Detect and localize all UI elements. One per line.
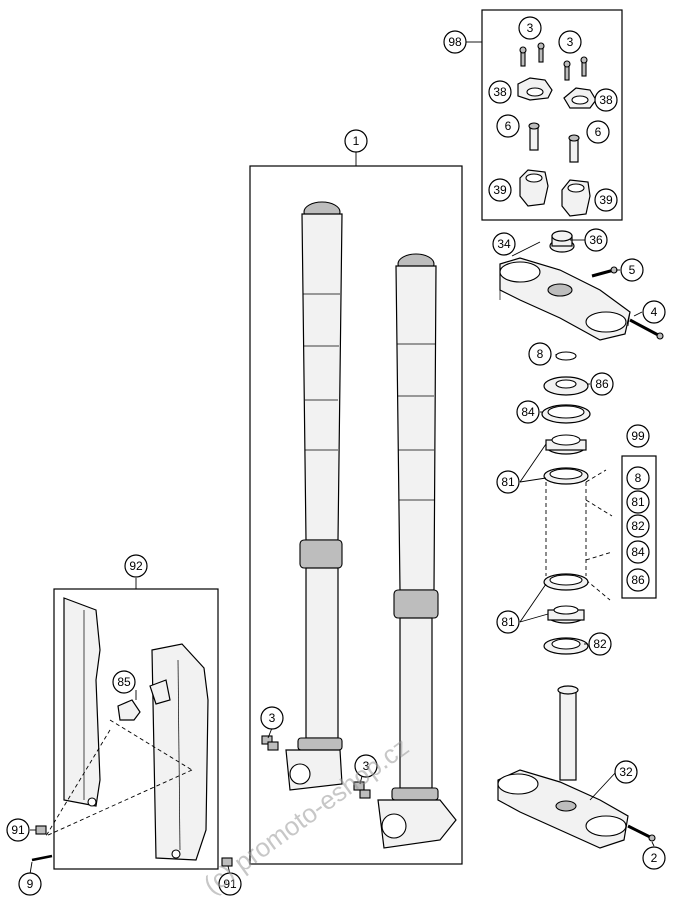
callout-91: 91 bbox=[6, 818, 30, 842]
svg-text:6: 6 bbox=[595, 125, 602, 139]
protector-screw-91-right bbox=[221, 857, 233, 867]
svg-text:39: 39 bbox=[493, 183, 507, 197]
callout-85: 85 bbox=[112, 670, 136, 694]
svg-text:98: 98 bbox=[448, 35, 462, 49]
callout-4: 4 bbox=[642, 300, 666, 324]
svg-text:2: 2 bbox=[651, 851, 658, 865]
callout-1: 1 bbox=[344, 129, 368, 153]
clamp-bolts-3 bbox=[519, 42, 588, 81]
o-ring-8 bbox=[555, 351, 577, 361]
frame-kit-99 bbox=[621, 455, 657, 599]
svg-text:3: 3 bbox=[527, 21, 534, 35]
clamp-bolt-4 bbox=[629, 318, 664, 340]
fork-leg-right bbox=[377, 253, 457, 849]
svg-text:6: 6 bbox=[505, 119, 512, 133]
frame-clamp-kit-98 bbox=[481, 9, 623, 221]
svg-text:5: 5 bbox=[629, 263, 636, 277]
svg-text:86: 86 bbox=[595, 377, 609, 391]
callout-34: 34 bbox=[492, 232, 516, 256]
svg-text:9: 9 bbox=[27, 877, 34, 891]
steering-nut-36 bbox=[549, 230, 575, 253]
svg-text:3: 3 bbox=[363, 759, 370, 773]
svg-text:4: 4 bbox=[651, 305, 658, 319]
bearing-race-upper bbox=[543, 467, 589, 485]
callout-92: 92 bbox=[124, 554, 148, 578]
svg-text:3: 3 bbox=[269, 711, 276, 725]
guide-dashed-lines bbox=[45, 719, 193, 837]
fork-protector-left bbox=[63, 597, 101, 807]
upper-clamp-38 bbox=[517, 77, 597, 109]
svg-text:3: 3 bbox=[567, 35, 574, 49]
callout-3: 3 bbox=[260, 706, 284, 730]
lower-triple-clamp-32 bbox=[497, 685, 629, 849]
kit-99-item: 81 bbox=[631, 495, 645, 509]
bearing-lower-81 bbox=[547, 605, 585, 624]
callout-91: 91 bbox=[218, 872, 242, 896]
svg-text:38: 38 bbox=[493, 85, 507, 99]
protector-screw-91-left bbox=[35, 825, 47, 835]
callout-6: 6 bbox=[496, 114, 520, 138]
callout-2: 2 bbox=[642, 846, 666, 870]
callout-84: 84 bbox=[516, 400, 540, 424]
callout-81: 81 bbox=[496, 470, 520, 494]
washer-86 bbox=[543, 376, 589, 396]
kit-99-item: 86 bbox=[631, 573, 645, 587]
callout-38: 38 bbox=[594, 88, 618, 112]
kit-99-list: 8 81 82 84 86 bbox=[626, 466, 650, 592]
callout-32: 32 bbox=[614, 760, 638, 784]
callout-39: 39 bbox=[594, 188, 618, 212]
callout-6: 6 bbox=[586, 120, 610, 144]
clamp-bolt-5 bbox=[591, 266, 618, 278]
protector-screw-9 bbox=[31, 854, 53, 862]
callout-86: 86 bbox=[590, 372, 614, 396]
callout-9: 9 bbox=[18, 872, 42, 896]
callout-3: 3 bbox=[518, 16, 542, 40]
bearing-race-lower bbox=[543, 573, 589, 591]
kit-99-item: 84 bbox=[631, 545, 645, 559]
fork-protector-right bbox=[151, 643, 209, 861]
svg-text:84: 84 bbox=[521, 405, 535, 419]
callout-99: 99 bbox=[626, 424, 650, 448]
svg-text:92: 92 bbox=[129, 559, 143, 573]
callout-3: 3 bbox=[558, 30, 582, 54]
svg-text:81: 81 bbox=[501, 615, 515, 629]
svg-text:39: 39 bbox=[599, 193, 613, 207]
svg-text:81: 81 bbox=[501, 475, 515, 489]
callout-8: 8 bbox=[528, 342, 552, 366]
clamp-bolt-2 bbox=[627, 824, 656, 842]
kit-99-item: 82 bbox=[631, 519, 645, 533]
brake-line-guide-85 bbox=[117, 679, 171, 721]
callout-38: 38 bbox=[488, 80, 512, 104]
svg-text:34: 34 bbox=[497, 237, 511, 251]
callout-98: 98 bbox=[443, 30, 467, 54]
svg-text:91: 91 bbox=[11, 823, 25, 837]
svg-text:82: 82 bbox=[593, 637, 607, 651]
kit-99-item: 8 bbox=[635, 471, 642, 485]
callout-81: 81 bbox=[496, 610, 520, 634]
leader-lines bbox=[29, 41, 655, 875]
callout-5: 5 bbox=[620, 258, 644, 282]
clamp-screws-6 bbox=[528, 122, 580, 163]
svg-text:91: 91 bbox=[223, 877, 237, 891]
axle-bolts-3 bbox=[261, 735, 371, 799]
svg-text:1: 1 bbox=[353, 134, 360, 148]
svg-text:32: 32 bbox=[619, 765, 633, 779]
svg-text:38: 38 bbox=[599, 93, 613, 107]
callout-39: 39 bbox=[488, 178, 512, 202]
upper-triple-clamp-34 bbox=[499, 257, 631, 341]
callout-36: 36 bbox=[584, 228, 608, 252]
fork-leg-left bbox=[285, 201, 343, 791]
bearing-upper-81 bbox=[545, 434, 587, 455]
svg-text:36: 36 bbox=[589, 233, 603, 247]
svg-text:8: 8 bbox=[537, 347, 544, 361]
steering-head-dashed bbox=[545, 469, 613, 601]
callout-82: 82 bbox=[588, 632, 612, 656]
lower-clamp-39 bbox=[519, 169, 591, 217]
callout-3: 3 bbox=[354, 754, 378, 778]
seal-82 bbox=[543, 637, 589, 655]
svg-text:99: 99 bbox=[631, 429, 645, 443]
svg-text:85: 85 bbox=[117, 675, 131, 689]
seal-84 bbox=[541, 404, 591, 424]
